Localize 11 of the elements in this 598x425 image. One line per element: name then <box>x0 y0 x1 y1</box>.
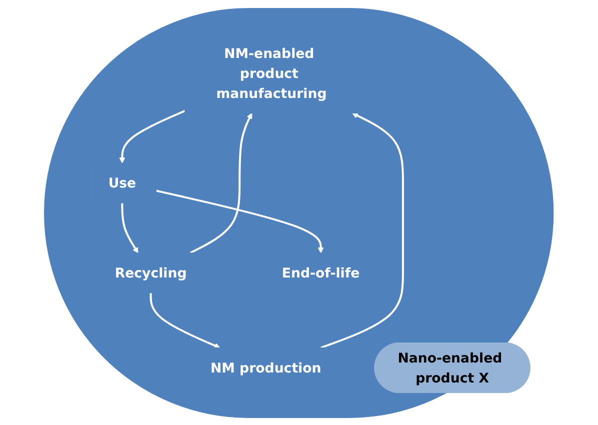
node-text: Use <box>108 174 136 191</box>
arrow <box>190 112 252 254</box>
arrow <box>119 109 186 163</box>
arrow <box>156 189 324 253</box>
arrow <box>150 292 220 348</box>
node-text: NM-enabled product manufacturing <box>216 44 327 101</box>
arrow <box>320 112 404 348</box>
node-text: Recycling <box>115 264 187 280</box>
node-text: End-of-life <box>282 264 360 280</box>
arrow <box>121 202 138 253</box>
node-text: NM production <box>210 359 322 376</box>
